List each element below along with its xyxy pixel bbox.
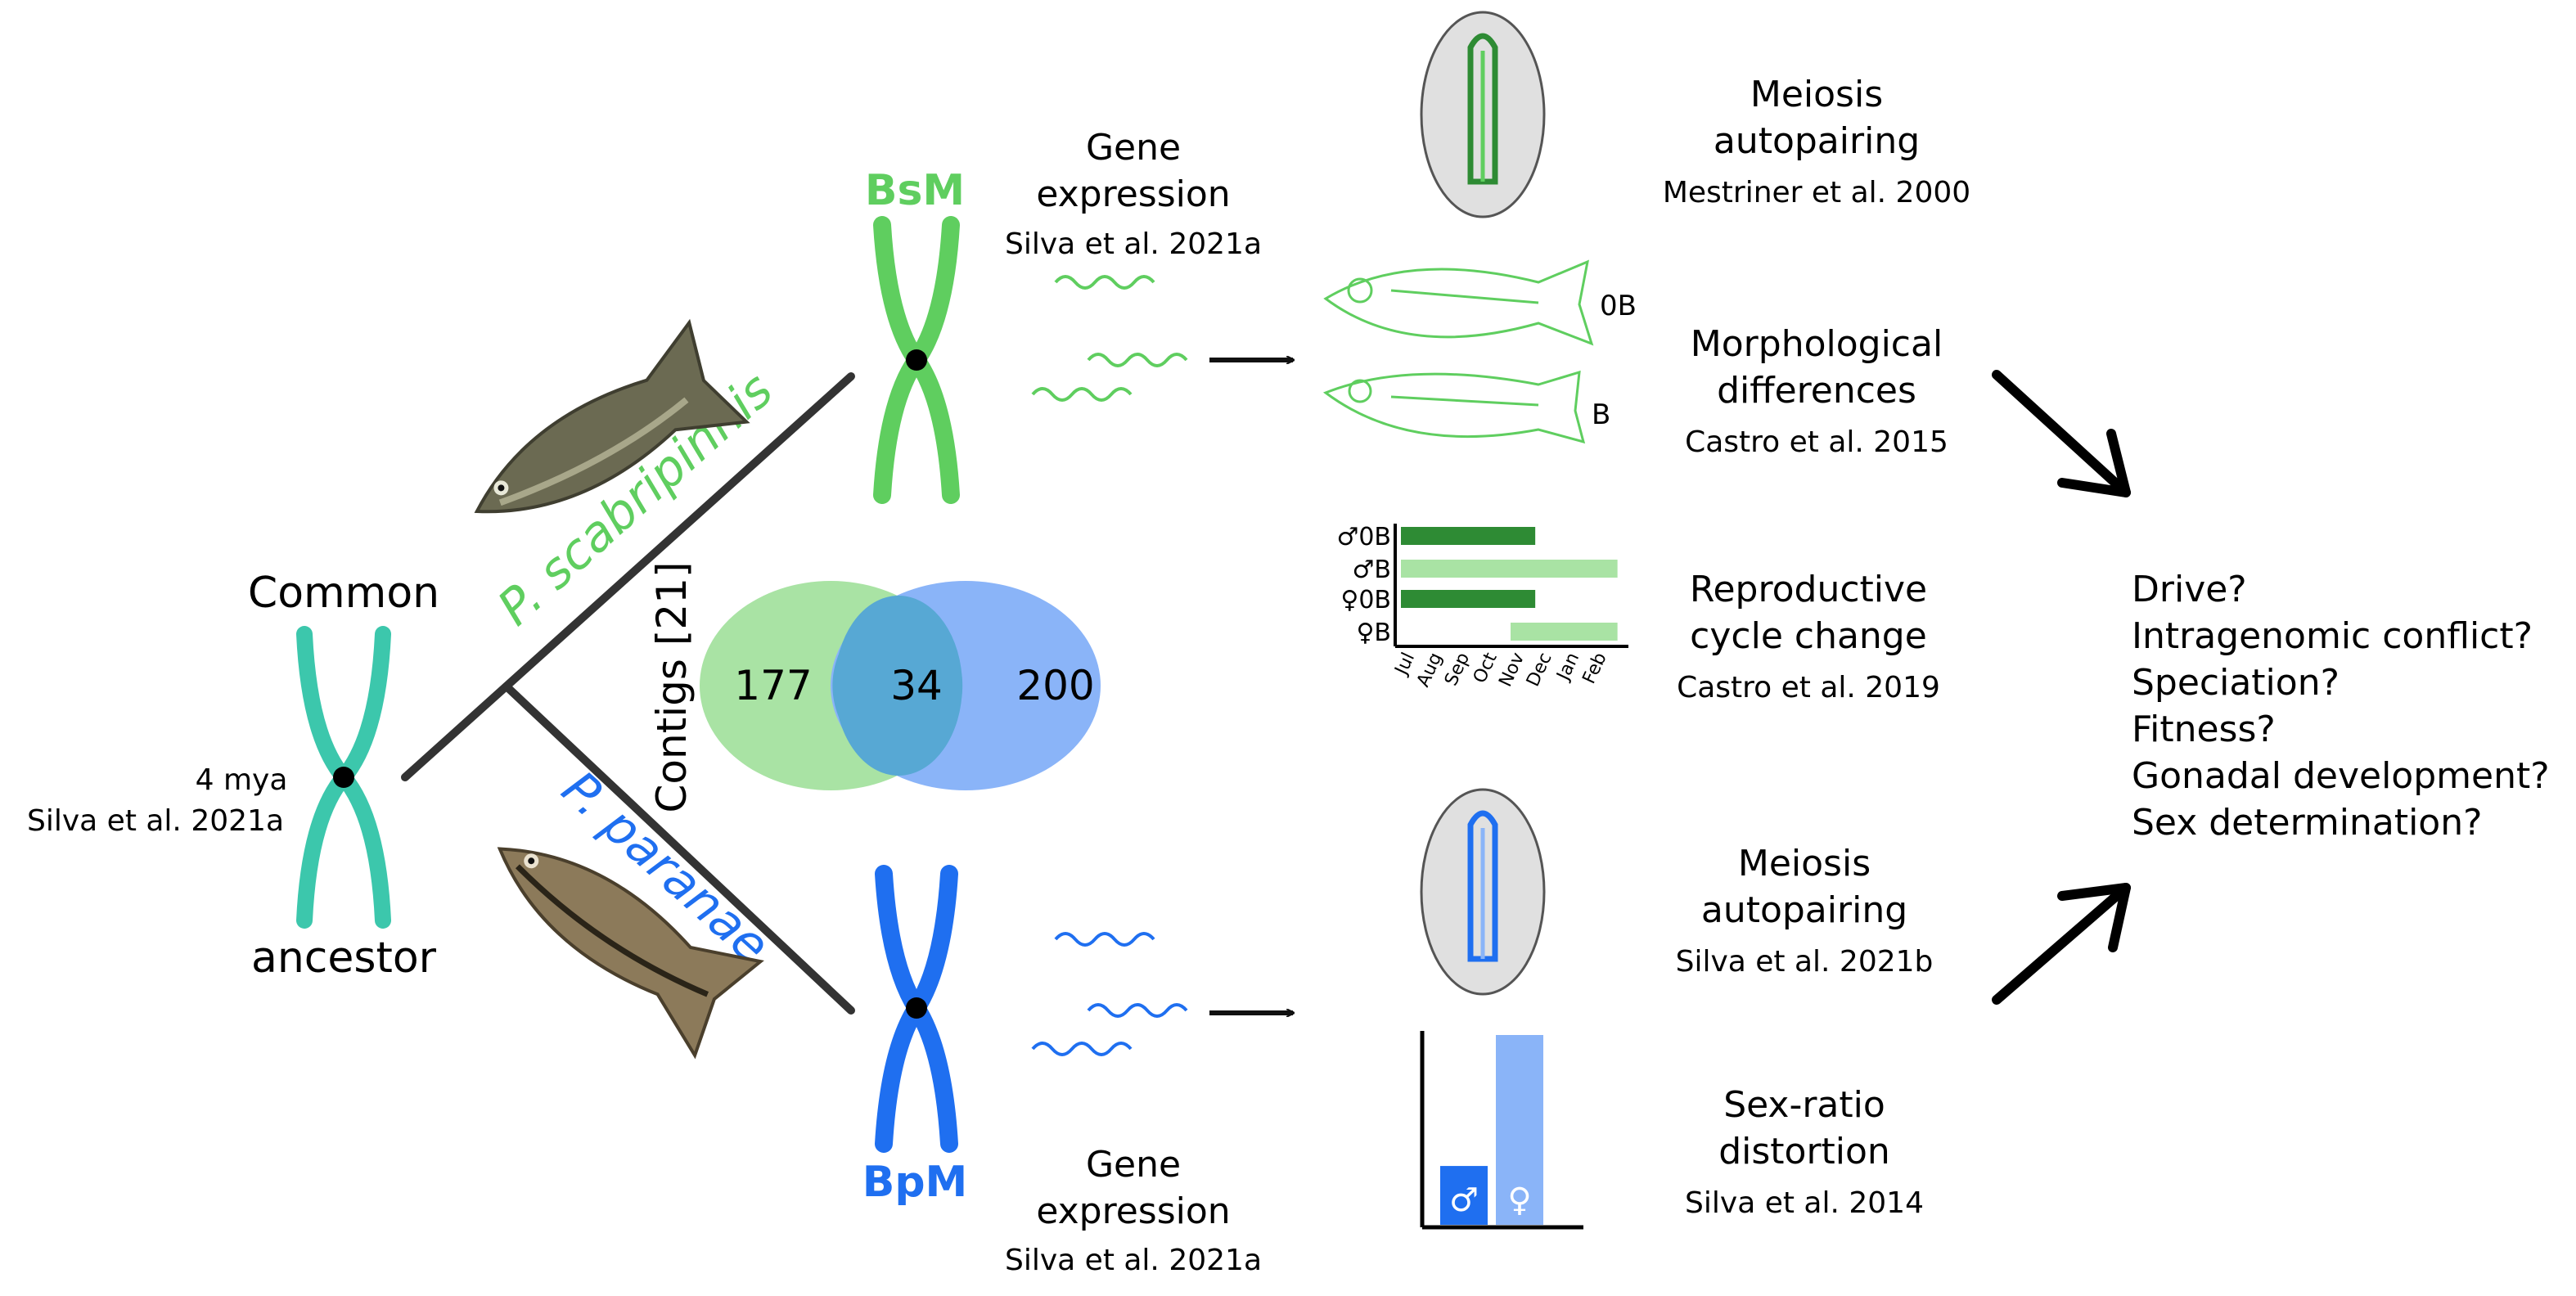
meiosis-autopaired-b-bottom-icon	[1467, 810, 1498, 962]
cycle-series-label-2: ♀0B	[1340, 586, 1391, 614]
outcome-speciation: Speciation?	[2132, 662, 2340, 704]
meiosis-autopaired-b-top-icon	[1467, 33, 1498, 185]
bpm-centromere	[906, 997, 927, 1019]
cycle-tick-label: Nov	[1495, 650, 1529, 690]
ancestor-label-bottom: ancestor	[251, 934, 437, 983]
phylogeny-branches	[401, 372, 855, 1015]
bsm-label: BsM	[865, 166, 965, 215]
sex-ratio-male-bar	[1440, 1166, 1488, 1225]
bsm-gene-expression-line2: expression	[1036, 173, 1230, 215]
ancestor-age: 4 mya	[196, 763, 288, 797]
meiosis-top-reference: Mestriner et al. 2000	[1663, 176, 1970, 209]
fish-outline-0b-icon	[1323, 259, 1594, 346]
outcome-drive: Drive?	[2132, 569, 2247, 610]
sex-ratio-female-bar	[1496, 1035, 1543, 1225]
bsm-group: BsM Gene expression Silva et al. 2021a	[865, 127, 1293, 504]
morphology-group: 0B B Morphological differences Castro et…	[1322, 259, 1948, 459]
cycle-series-label-1: ♂B	[1353, 556, 1391, 584]
cycle-tick-label: Dec	[1523, 650, 1556, 690]
cycle-tick-label: Jul	[1390, 650, 1419, 679]
bsm-rna-transcripts-icon	[1031, 275, 1188, 402]
morphology-line1: Morphological	[1691, 323, 1943, 365]
bsm-gene-expression-reference: Silva et al. 2021a	[1005, 227, 1262, 261]
sex-ratio-reference: Silva et al. 2014	[1685, 1186, 1924, 1220]
female-symbol-icon: ♀	[1507, 1181, 1531, 1219]
venn-value-overlap: 34	[890, 662, 943, 709]
convergence-arrows	[1992, 370, 2131, 1005]
cycle-series-label-3: ♀B	[1356, 619, 1391, 647]
cycle-tick-label: Jan	[1552, 650, 1583, 685]
fish-photo-scabripinnis	[474, 318, 750, 514]
fish-outline-b-icon	[1322, 370, 1586, 444]
meiosis-top-line1: Meiosis	[1750, 74, 1883, 115]
branch-lower	[503, 683, 855, 1015]
bsm-centromere	[906, 349, 927, 371]
sex-ratio-chart: ♂ ♀ Sex-ratio distortion Silva et al. 20…	[1420, 1031, 1924, 1230]
bpm-gene-expression-line1: Gene	[1086, 1144, 1181, 1186]
branch-stem	[401, 372, 855, 781]
meiosis-bottom-line2: autopairing	[1701, 889, 1907, 931]
cycle-bar-2	[1401, 590, 1536, 608]
arrow-down-right-icon	[1992, 370, 2131, 497]
fish-photo-paranae	[497, 847, 764, 1060]
meiosis-bottom-line1: Meiosis	[1738, 843, 1871, 884]
bpm-label: BpM	[862, 1158, 968, 1207]
morphology-line2: differences	[1717, 370, 1916, 412]
ancestor-group: Common 4 mya Silva et al. 2021a ancestor	[27, 569, 439, 983]
outcome-fitness: Fitness?	[2132, 709, 2276, 750]
fish-label-b: B	[1592, 398, 1610, 431]
contigs-venn-diagram: Contigs [21] 177 34 200	[648, 561, 1101, 813]
meiosis-top-group: Meiosis autopairing Mestriner et al. 200…	[1420, 11, 1970, 218]
ancestor-age-reference: Silva et al. 2021a	[27, 804, 284, 838]
male-symbol-icon: ♂	[1449, 1181, 1479, 1219]
outcome-questions: Drive? Intragenomic conflict? Speciation…	[2132, 569, 2550, 844]
meiosis-bottom-reference: Silva et al. 2021b	[1676, 945, 1934, 979]
reproductive-line1: Reproductive	[1690, 569, 1927, 610]
bpm-group: BpM Gene expression Silva et al. 2021a	[862, 865, 1293, 1277]
venn-value-paranae: 200	[1016, 662, 1094, 709]
outcome-intragenomic-conflict: Intragenomic conflict?	[2132, 615, 2533, 657]
cycle-series-label-0: ♂0B	[1336, 523, 1391, 551]
fish-label-0b: 0B	[1600, 290, 1637, 322]
cycle-tick-label: Feb	[1579, 650, 1611, 687]
cycle-bar-1	[1401, 560, 1618, 578]
venn-value-scabripinnis: 177	[734, 662, 812, 709]
ancestor-centromere	[333, 767, 354, 788]
arrow-up-right-icon	[1992, 883, 2131, 1005]
outcome-sex-determination: Sex determination?	[2132, 802, 2482, 844]
reproductive-reference: Castro et al. 2019	[1677, 671, 1940, 704]
bpm-gene-expression-reference: Silva et al. 2021a	[1005, 1244, 1262, 1277]
meiosis-top-line2: autopairing	[1714, 120, 1920, 162]
cycle-tick-label: Sep	[1441, 650, 1474, 689]
bpm-rna-transcripts-icon	[1031, 932, 1188, 1056]
outcome-gonadal-development: Gonadal development?	[2132, 755, 2550, 797]
sex-ratio-line2: distortion	[1718, 1131, 1890, 1172]
sex-ratio-line1: Sex-ratio	[1723, 1084, 1885, 1126]
cycle-tick-label: Aug	[1413, 650, 1447, 691]
meiosis-bottom-group: Meiosis autopairing Silva et al. 2021b	[1420, 788, 1934, 996]
cycle-bar-3	[1511, 623, 1618, 641]
venn-axis-label: Contigs [21]	[648, 561, 696, 812]
cycle-bar-0	[1401, 527, 1536, 545]
morphology-reference: Castro et al. 2015	[1685, 425, 1948, 459]
venn-overlap-fill	[835, 596, 962, 776]
bsm-gene-expression-line1: Gene	[1086, 127, 1181, 169]
reproductive-line2: cycle change	[1690, 615, 1927, 657]
bpm-gene-expression-line2: expression	[1036, 1190, 1230, 1232]
ancestor-label-top: Common	[248, 569, 439, 618]
